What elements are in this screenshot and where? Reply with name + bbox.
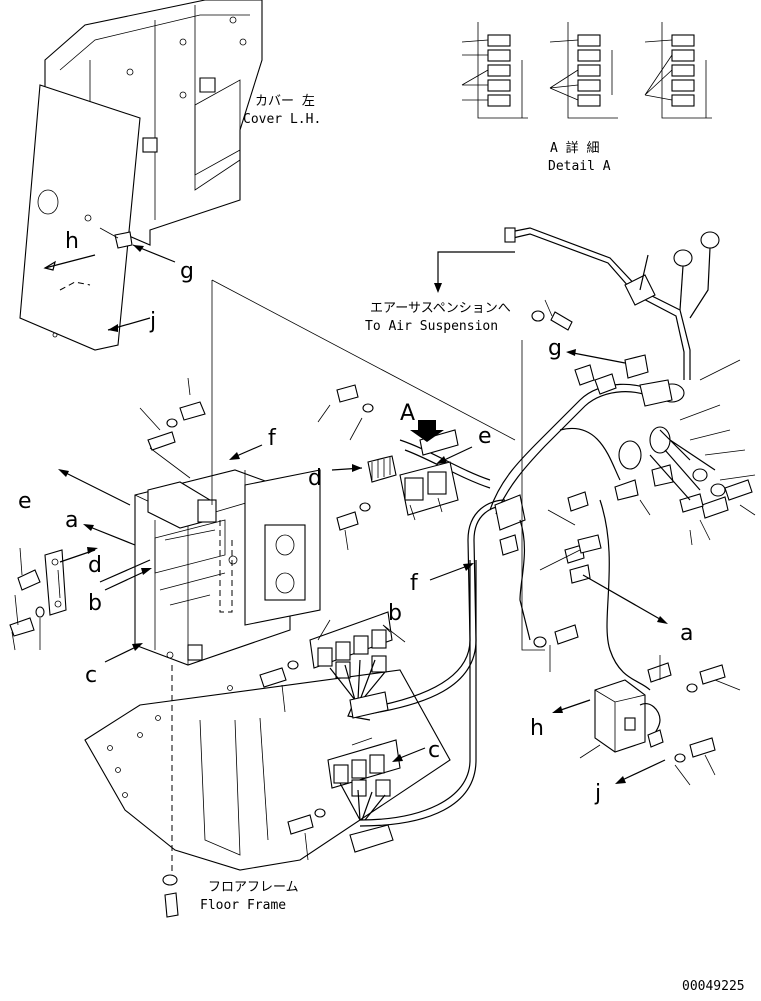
air-label-en: To Air Suspension bbox=[365, 319, 498, 334]
letter-b-left: b bbox=[88, 591, 102, 616]
cover-lh-panel bbox=[19, 0, 263, 351]
bolt-top-box bbox=[139, 377, 206, 451]
cover-label-en: Cover L.H. bbox=[243, 112, 321, 127]
letter-g-top: g bbox=[180, 259, 194, 284]
connector-plate-a bbox=[9, 549, 67, 637]
part-number: 00049225 bbox=[682, 979, 745, 994]
connector-d bbox=[317, 384, 459, 551]
control-box bbox=[134, 469, 321, 666]
air-label-jp: エアーサスペンションへ bbox=[370, 301, 511, 316]
letter-e-left: e bbox=[18, 489, 32, 514]
letter-h-top: h bbox=[65, 229, 79, 254]
letter-b-center: b bbox=[388, 601, 402, 626]
letter-d-left: d bbox=[88, 553, 102, 578]
detail-label-jp: A 詳 細 bbox=[550, 140, 599, 156]
bolts-right-bottom bbox=[647, 655, 741, 786]
letter-g-right: g bbox=[548, 336, 562, 361]
right-connectors bbox=[499, 354, 756, 584]
letter-e-center: e bbox=[478, 424, 492, 449]
detail-a-blocks bbox=[461, 22, 712, 119]
letter-j-top: j bbox=[149, 309, 156, 334]
bolts-center-right bbox=[533, 624, 579, 672]
floor-frame bbox=[84, 669, 451, 871]
letter-f-left: f bbox=[268, 426, 277, 451]
letter-j-right: j bbox=[594, 781, 601, 806]
air-suspension-harness bbox=[504, 227, 720, 380]
letter-f-center: f bbox=[410, 571, 419, 596]
letter-a-right: a bbox=[680, 621, 693, 646]
bolt-washer-right bbox=[531, 299, 573, 331]
letter-c-left: c bbox=[85, 663, 97, 688]
cover-label-jp: カバー 左 bbox=[255, 94, 315, 109]
floor-label-en: Floor Frame bbox=[200, 898, 286, 913]
bolts-floor bbox=[259, 660, 326, 861]
box-h bbox=[594, 679, 661, 753]
letter-h-right: h bbox=[530, 716, 544, 741]
relay-group-b bbox=[309, 611, 393, 721]
main-harness bbox=[349, 383, 661, 853]
letter-c-center: c bbox=[428, 738, 440, 763]
letter-d-center: d bbox=[308, 466, 322, 491]
letter-a-left: a bbox=[65, 508, 78, 533]
floor-label-jp: フロアフレーム bbox=[208, 880, 299, 895]
relay-group-c bbox=[327, 739, 401, 821]
letter-A-marker: A bbox=[400, 401, 415, 426]
detail-label-en: Detail A bbox=[548, 159, 611, 174]
